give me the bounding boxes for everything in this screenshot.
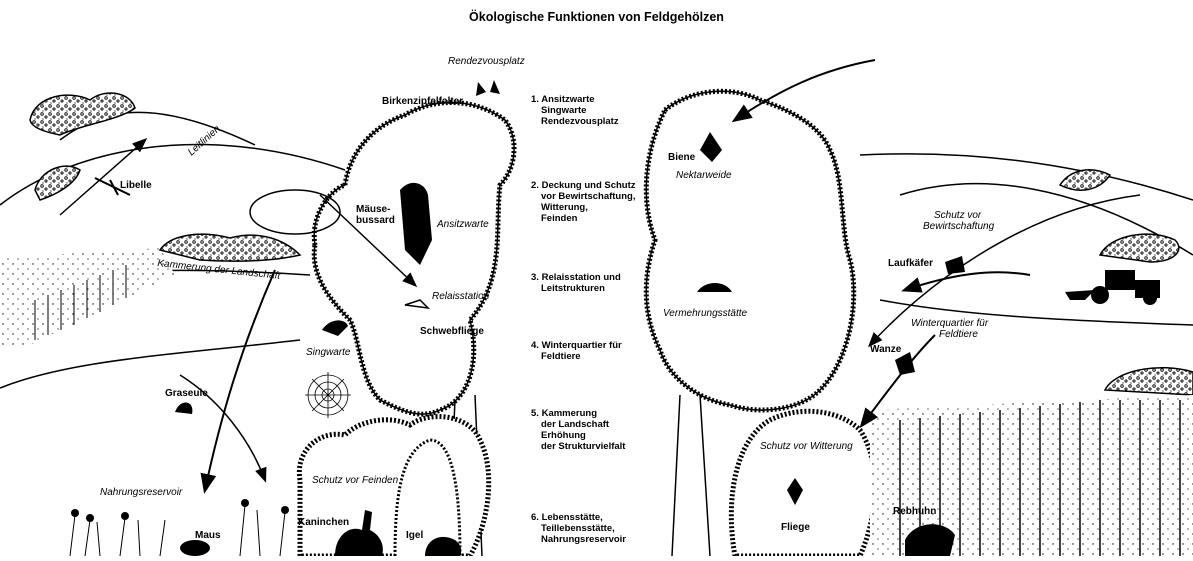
- hill-line: [860, 154, 1193, 200]
- tree-trunk-right: [672, 395, 710, 556]
- function-item-6: 6. Lebensstätte, Teillebensstätte, Nahru…: [531, 512, 626, 545]
- hill-line: [0, 340, 300, 388]
- arrow-laufkaefer: [905, 272, 1030, 290]
- label-schutz-feinden: Schutz vor Feinden: [312, 475, 398, 486]
- function-line: Erhöhung: [531, 430, 625, 441]
- function-item-3: 3. Relaisstation und Leitstrukturen: [531, 272, 621, 294]
- hedge-right-low: [1105, 368, 1193, 395]
- function-line: vor Bewirtschaftung,: [531, 191, 636, 202]
- hedge-right-top: [1060, 170, 1110, 190]
- butterfly-icon: [476, 80, 500, 96]
- label-rendezvousplatz: Rendezvousplatz: [448, 56, 525, 67]
- function-item-1: 1. Ansitzwarte Singwarte Rendezvousplatz: [531, 94, 619, 127]
- label-schutz-bewirtschaftung-2: Bewirtschaftung: [923, 221, 994, 232]
- mouse-icon: [180, 540, 210, 556]
- label-winterquartier-1: Winterquartier für: [911, 318, 988, 329]
- label-libelle: Libelle: [120, 180, 152, 191]
- function-line: Feinden: [531, 213, 636, 224]
- tree-canopy-right: [646, 91, 854, 410]
- flowers: [71, 499, 289, 522]
- label-winterquartier-2: Feldtiere: [939, 329, 978, 340]
- label-ansitzwarte: Ansitzwarte: [437, 219, 489, 230]
- label-wanze: Wanze: [870, 344, 901, 355]
- label-maeusebussard-1: Mäuse-: [356, 204, 390, 215]
- hedge-left-top: [30, 93, 135, 135]
- label-rebhuhn: Rebhuhn: [893, 506, 936, 517]
- moth-icon: [175, 402, 192, 414]
- function-line: Teillebensstätte,: [531, 523, 626, 534]
- arrow-graseule: [205, 270, 275, 490]
- function-item-5: 5. Kammerung der Landschaft Erhöhung der…: [531, 408, 625, 452]
- function-line: der Strukturvielfalt: [531, 441, 625, 452]
- label-schutz-bewirtschaftung-1: Schutz vor: [934, 210, 981, 221]
- function-line: Leitstrukturen: [531, 283, 621, 294]
- songbird-icon: [322, 320, 348, 336]
- label-maus: Maus: [195, 530, 221, 541]
- label-kaninchen: Kaninchen: [298, 517, 349, 528]
- label-igel: Igel: [406, 530, 423, 541]
- hedge-left-mid: [35, 166, 80, 200]
- diagram-title: Ökologische Funktionen von Feldgehölzen: [0, 10, 1193, 24]
- label-schutz-witterung: Schutz vor Witterung: [760, 441, 853, 452]
- function-line: Rendezvousplatz: [531, 116, 619, 127]
- function-item-4: 4. Winterquartier für Feldtiere: [531, 340, 622, 362]
- function-line: der Landschaft: [531, 419, 625, 430]
- label-maeusebussard-2: bussard: [356, 215, 395, 226]
- hedge-right-mid: [1100, 234, 1179, 262]
- function-line: 6. Lebensstätte,: [531, 512, 626, 523]
- spiderweb-icon: [305, 372, 351, 418]
- function-item-2: 2. Deckung und Schutz vor Bewirtschaftun…: [531, 180, 636, 224]
- label-grasseule: Graseule: [165, 388, 208, 399]
- label-biene: Biene: [668, 152, 695, 163]
- function-line: Singwarte: [531, 105, 619, 116]
- label-singwarte: Singwarte: [306, 347, 350, 358]
- hedge-kammerung: [160, 234, 300, 261]
- label-nahrungsreservoir: Nahrungsreservoir: [100, 487, 182, 498]
- function-line: Nahrungsreservoir: [531, 534, 626, 545]
- label-relaisstation: Relaisstation: [432, 291, 489, 302]
- bush-lower-right: [731, 411, 875, 556]
- meadow-plants: [70, 505, 285, 556]
- label-vermehrungsstaette: Vermehrungsstätte: [663, 308, 747, 319]
- function-line: 4. Winterquartier für: [531, 340, 622, 351]
- function-line: 3. Relaisstation und: [531, 272, 621, 283]
- function-line: 5. Kammerung: [531, 408, 625, 419]
- function-line: Feldtiere: [531, 351, 622, 362]
- function-line: 1. Ansitzwarte: [531, 94, 619, 105]
- bug-icon: [895, 352, 915, 375]
- label-nektarweide: Nektarweide: [676, 170, 732, 181]
- function-line: Witterung,: [531, 202, 636, 213]
- label-fliege: Fliege: [781, 522, 810, 533]
- label-schwebfliege: Schwebfliege: [420, 326, 484, 337]
- function-line: 2. Deckung und Schutz: [531, 180, 636, 191]
- label-laufkaefer: Laufkäfer: [888, 258, 933, 269]
- label-birkenzipfelfalter: Birkenzipfelfalter: [382, 96, 463, 107]
- tractor-icon: [1065, 270, 1160, 305]
